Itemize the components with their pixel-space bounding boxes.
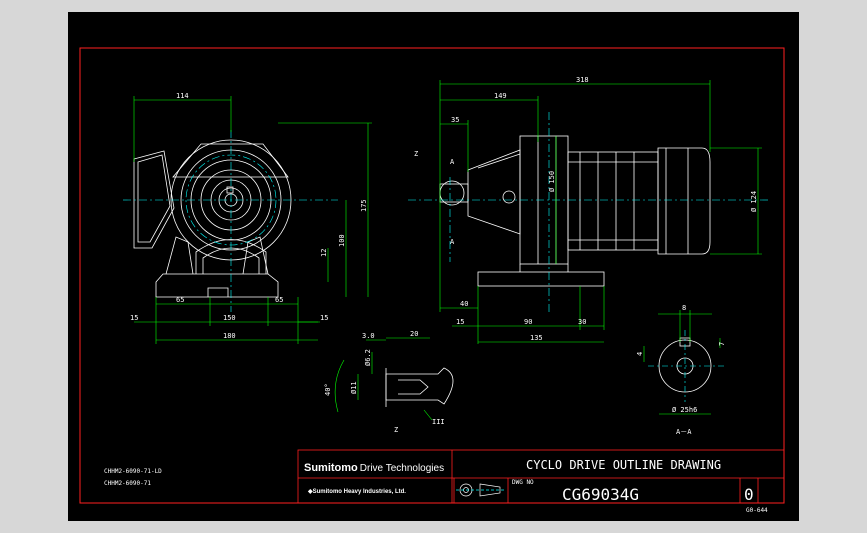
brand-main: Sumitomo bbox=[304, 462, 358, 474]
sheet-code: G0-644 bbox=[746, 507, 768, 514]
dwg-no-label: DWG NO bbox=[512, 479, 534, 486]
section-aa-centerlines bbox=[648, 330, 724, 402]
dim-15-c: 15 bbox=[456, 318, 464, 326]
side-centerlines bbox=[408, 112, 768, 312]
front-view bbox=[133, 139, 292, 298]
drawing-number: CG69034G bbox=[562, 485, 639, 504]
model-note-2: CHHM2-6090-71 bbox=[104, 480, 151, 487]
dim-15-b: 15 bbox=[320, 314, 328, 322]
label-a-a: A－A bbox=[676, 428, 692, 436]
dim-180: 180 bbox=[223, 332, 236, 340]
front-dimension-lines bbox=[133, 96, 372, 344]
dim-8: 8 bbox=[682, 304, 686, 312]
drawing-canvas: 114 175 100 12 65 65 150 15 15 180 bbox=[79, 47, 785, 514]
dim-phi150: Ø 150 bbox=[548, 171, 556, 192]
dim-20: 20 bbox=[410, 330, 418, 338]
dim-150: 150 bbox=[223, 314, 236, 322]
dim-65-a: 65 bbox=[176, 296, 184, 304]
brand-sub: Drive Technologies bbox=[360, 463, 444, 474]
detail-z-view bbox=[385, 367, 454, 407]
dim-phi25: Ø 25h6 bbox=[672, 406, 697, 414]
drawing-title: CYCLO DRIVE OUTLINE DRAWING bbox=[526, 458, 721, 472]
dim-100: 100 bbox=[338, 234, 346, 247]
dim-90: 90 bbox=[524, 318, 532, 326]
dim-135: 135 bbox=[530, 334, 543, 342]
dim-35: 35 bbox=[451, 116, 459, 124]
dim-114: 114 bbox=[176, 92, 189, 100]
dim-318: 318 bbox=[576, 76, 589, 84]
side-dimension-lines bbox=[439, 80, 762, 344]
cad-viewport[interactable]: 114 175 100 12 65 65 150 15 15 180 bbox=[68, 12, 799, 521]
dim-40deg: 40° bbox=[324, 383, 332, 396]
section-aa-dims bbox=[643, 310, 721, 415]
label-iii: III bbox=[432, 418, 445, 426]
dim-175: 175 bbox=[360, 199, 368, 212]
heavy-industries-label: ◆Sumitomo Heavy Industries, Ltd. bbox=[307, 488, 406, 495]
dim-12: 12 bbox=[320, 249, 328, 257]
dim-phi124: Ø 124 bbox=[750, 191, 758, 212]
label-z-2: Z bbox=[394, 426, 398, 434]
projection-symbol-icon bbox=[456, 483, 504, 497]
dim-3-0: 3.0 bbox=[362, 332, 375, 340]
label-z-1: Z bbox=[414, 150, 418, 158]
detail-z-dims bbox=[334, 337, 433, 421]
dim-7: 7 bbox=[718, 342, 726, 346]
dim-phi6-2: Ø6.2 bbox=[364, 349, 372, 366]
dim-15-a: 15 bbox=[130, 314, 138, 322]
dim-40: 40 bbox=[460, 300, 468, 308]
dim-149: 149 bbox=[494, 92, 507, 100]
dim-phi11: Ø11 bbox=[350, 381, 358, 394]
model-note-1: CHHM2-6090-71-LD bbox=[104, 468, 162, 475]
title-block bbox=[297, 449, 785, 504]
label-a-2: A bbox=[450, 238, 455, 246]
dim-65-b: 65 bbox=[275, 296, 283, 304]
dim-4: 4 bbox=[636, 352, 644, 356]
dim-30: 30 bbox=[578, 318, 586, 326]
side-view bbox=[439, 135, 711, 287]
revision-number: 0 bbox=[744, 485, 754, 504]
label-a-1: A bbox=[450, 158, 455, 166]
front-centerlines bbox=[123, 130, 338, 312]
